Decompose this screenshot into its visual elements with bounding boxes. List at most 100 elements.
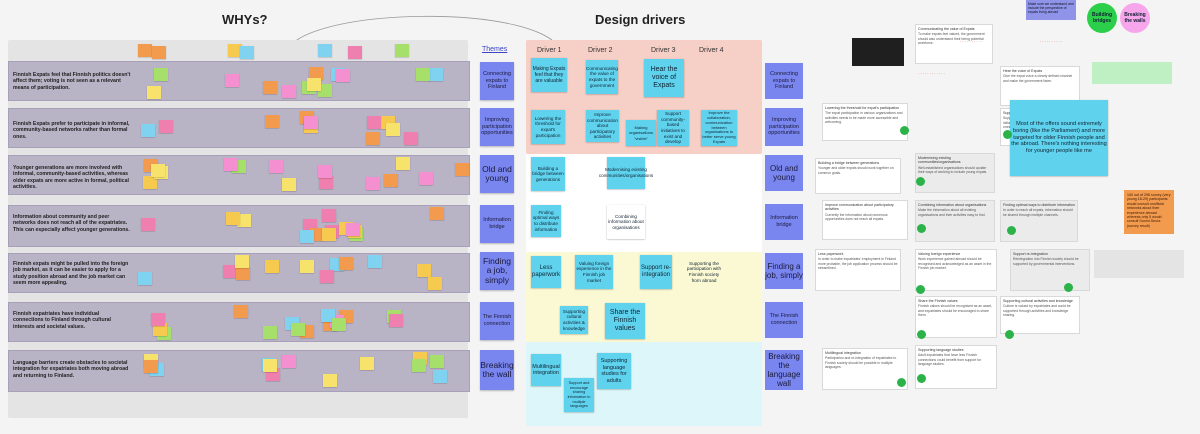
sticky-note[interactable] (300, 230, 314, 243)
sticky-note[interactable] (225, 74, 239, 87)
sticky-note[interactable] (304, 116, 318, 129)
sticky-note[interactable] (404, 132, 418, 145)
sticky-note[interactable] (151, 164, 165, 177)
sticky-note[interactable] (318, 44, 332, 57)
right-theme-old-young[interactable]: Old and young (765, 155, 803, 191)
sticky-note[interactable] (455, 163, 469, 176)
sticky-note[interactable] (322, 209, 336, 222)
note-supporting-participation[interactable]: Supporting the participation with Finnis… (684, 255, 724, 289)
note-sharing-languages[interactable]: Support and encourage sharing informatio… (564, 378, 594, 412)
card-building-bridge[interactable]: Building a bridge between generations Yo… (815, 158, 901, 194)
sticky-note[interactable] (332, 318, 346, 331)
note-multilingual[interactable]: Multilingual integration (531, 354, 561, 386)
right-theme-info-bridge[interactable]: Information bridge (765, 204, 803, 240)
sticky-note[interactable] (236, 267, 250, 280)
sticky-note[interactable] (367, 116, 381, 129)
sticky-note[interactable] (366, 177, 380, 190)
right-theme-language-wall[interactable]: Breaking the language wall (765, 350, 803, 390)
note-valuing-foreign[interactable]: Valuing foreign experience in the Finnis… (575, 255, 613, 289)
sticky-note[interactable] (138, 272, 152, 285)
right-theme-finding-job[interactable]: Finding a job, simply (765, 253, 803, 289)
sticky-note[interactable] (433, 370, 447, 383)
sticky-note[interactable] (389, 314, 403, 327)
sticky-note[interactable] (265, 115, 279, 128)
sticky-note[interactable] (144, 360, 158, 373)
card-combining-info[interactable]: Combining information about organisation… (915, 200, 995, 242)
card-distribute-info[interactable]: Finding optimal ways to distribute infor… (1000, 200, 1078, 242)
sticky-note[interactable] (318, 165, 332, 178)
note-less-paperwork[interactable]: Less paperwork (531, 256, 561, 288)
sticky-note[interactable] (412, 359, 426, 372)
sticky-note[interactable] (396, 157, 410, 170)
note-hear-voice[interactable]: Hear the voice of Expats (644, 59, 684, 97)
card-support-reintegration[interactable]: Support re-integration Reintegration int… (1010, 249, 1090, 291)
sticky-note[interactable] (151, 313, 165, 326)
sticky-note[interactable] (152, 46, 166, 59)
sticky-note[interactable] (282, 355, 296, 368)
note-building-bridge[interactable]: Building a bridge between generations (531, 157, 565, 191)
note-cultural-activities[interactable]: Supporting cultural activities & knowled… (560, 306, 588, 334)
sticky-note[interactable] (138, 44, 152, 57)
sticky-note[interactable] (419, 172, 433, 185)
sticky-note[interactable] (430, 355, 444, 368)
note-modernising[interactable]: Modernising existing communities/organis… (607, 157, 645, 189)
sticky-note[interactable] (147, 86, 161, 99)
note-communicating-value[interactable]: Communicating the value of expats to the… (586, 60, 618, 94)
sticky-note[interactable] (300, 260, 314, 273)
note-making-organisations-visible[interactable]: Making organisations "visible" (626, 120, 656, 146)
theme-finding-a-job[interactable]: Finding a job, simply (480, 252, 514, 290)
sticky-note[interactable] (416, 68, 430, 81)
theme-breaking-the-wall[interactable]: Breaking the wall (480, 350, 514, 390)
theme-information-bridge[interactable]: Information bridge (480, 205, 514, 243)
sticky-note[interactable] (395, 44, 409, 57)
note-combining-info[interactable]: Combining information about organisation… (607, 205, 645, 239)
sticky-note[interactable] (368, 255, 382, 268)
sticky-note[interactable] (366, 132, 380, 145)
sticky-note[interactable] (291, 323, 305, 336)
sticky-note[interactable] (320, 270, 334, 283)
sticky-note[interactable] (141, 218, 155, 231)
sticky-note[interactable] (240, 46, 254, 59)
sticky-note[interactable] (154, 68, 168, 81)
sticky-note[interactable] (430, 207, 444, 220)
sticky-note[interactable] (348, 46, 362, 59)
sticky-note[interactable] (428, 277, 442, 290)
card-language-studies[interactable]: Supporting language studies Adult expatr… (915, 345, 997, 389)
note-making-expats-valuable[interactable]: Making Expats feel that they are valuabl… (531, 58, 567, 92)
sticky-note[interactable] (263, 81, 277, 94)
note-share-values[interactable]: Share the Finnish values (605, 303, 645, 339)
sticky-note[interactable] (346, 223, 360, 236)
card-share-values[interactable]: Share the Finnish values Finnish values … (915, 296, 997, 338)
theme-connecting-expats[interactable]: Connecting expats to Finland (480, 62, 514, 100)
note-distribute-info[interactable]: Finding optimal ways to distribute infor… (531, 205, 561, 237)
theme-finnish-connection[interactable]: The Finnish connection (480, 302, 514, 340)
sticky-note[interactable] (417, 264, 431, 277)
note-support-community[interactable]: Support community-based initiatives to e… (657, 110, 689, 146)
bubble-building-bridges[interactable]: Building bridges (1087, 3, 1117, 33)
survey-callout[interactable]: 140 out of 296 survey (very young 18-29)… (1124, 190, 1174, 234)
card-multilingual[interactable]: Multilingual integration Participation a… (822, 348, 908, 390)
sticky-note[interactable] (263, 359, 277, 372)
sticky-note[interactable] (234, 305, 248, 318)
sticky-note[interactable] (226, 212, 240, 225)
right-theme-finnish-connection[interactable]: The Finnish connection (765, 302, 803, 338)
sticky-note[interactable] (384, 174, 398, 187)
sticky-note[interactable] (429, 68, 443, 81)
right-theme-improving[interactable]: Improving participation opportunities (765, 108, 803, 146)
sticky-note[interactable] (263, 326, 277, 339)
sticky-note[interactable] (269, 160, 283, 173)
card-improve-communication[interactable]: Improve communication about participator… (822, 200, 908, 240)
card-less-paperwork[interactable]: Less paperwork In order to make expatria… (815, 249, 901, 291)
sticky-note[interactable] (282, 178, 296, 191)
sticky-note[interactable] (307, 78, 321, 91)
quote-callout[interactable]: Most of the offers sound extremely borin… (1010, 100, 1108, 176)
note-improve-collaboration[interactable]: Improve the collaboration, communication… (701, 110, 737, 146)
card-valuing-foreign[interactable]: Valuing foreign experience Work experien… (915, 249, 997, 291)
bubble-breaking-walls[interactable]: Breaking the walls (1120, 3, 1150, 33)
note-improve-communication[interactable]: Improve communication about participator… (586, 110, 619, 142)
theme-old-and-young[interactable]: Old and young (480, 155, 514, 193)
sticky-note[interactable] (386, 123, 400, 136)
photo-thumbnail[interactable] (852, 38, 904, 66)
theme-improving-participation[interactable]: Improving participation opportunities (480, 108, 514, 146)
